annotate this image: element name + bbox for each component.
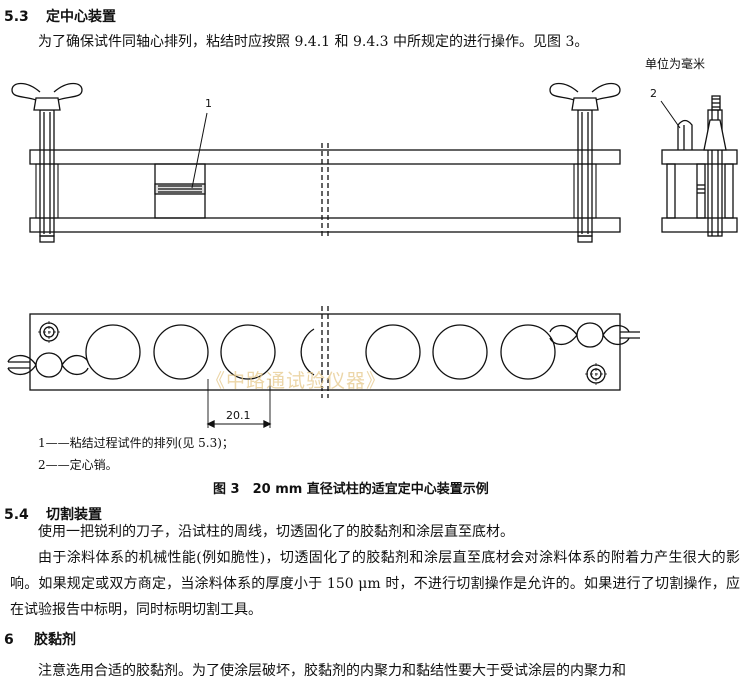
section-5-4-body: 使用一把锐利的刀子，沿试柱的周线，切透固化了的胶黏剂和涂层直至底材。 由于涂料体… [10,519,740,623]
callout-2: 2 [650,87,657,100]
section-5-4-paragraph-2: 由于涂料体系的机械性能(例如脆性)，切透固化了的胶黏剂和涂层直至底材会对涂料体系… [10,550,740,618]
end-view-fixture [660,95,738,237]
section-5-3-number: 5.3 [4,9,29,25]
section-5-3-title: 定中心装置 [46,9,116,25]
section-5-4-paragraph-1: 使用一把锐利的刀子，沿试柱的周线，切透固化了的胶黏剂和涂层直至底材。 [38,524,514,540]
side-view-fixture [11,82,621,243]
legend-item-1: 1——粘结过程试件的排列(见 5.3)； [38,436,234,450]
legend-item-2: 2——定心销。 [38,458,118,472]
plan-view-fixture [7,306,640,429]
section-6-title: 胶黏剂 [34,632,76,648]
callout-1: 1 [205,97,212,110]
section-5-3-body: 为了确保试件同轴心排列，粘结时应按照 9.4.1 和 9.4.3 中所规定的进行… [38,34,589,50]
section-6-body: 注意选用合适的胶黏剂。为了使涂层破坏，胶黏剂的内聚力和黏结性要大于受试涂层的内聚… [38,663,626,679]
dimension-label: 20.1 [226,409,251,422]
figure-caption: 图 3 20 mm 直径试柱的适宜定中心装置示例 [213,482,489,497]
section-5-4-title: 切割装置 [46,507,102,523]
figure-unit-note: 单位为毫米 [645,57,706,71]
watermark: 《中路通试验仪器》 [206,370,387,392]
section-5-4-number: 5.4 [4,507,29,523]
section-6-number: 6 [4,632,14,648]
figure-3-drawing: 1 2 20.1 [7,82,738,429]
